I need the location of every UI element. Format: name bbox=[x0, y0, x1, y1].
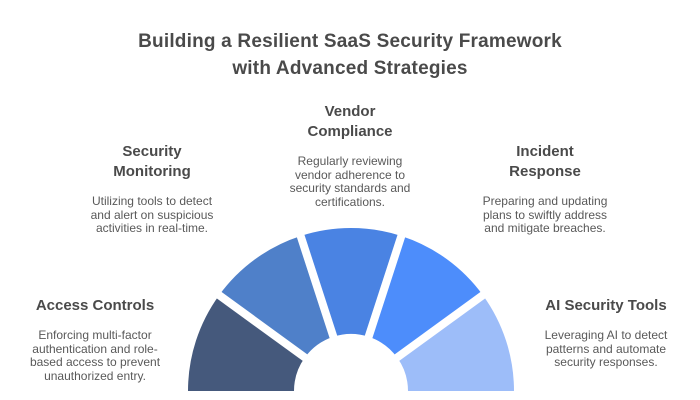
page-title-line-2: with Advanced Strategies bbox=[232, 58, 468, 79]
segment-heading-ai-security-tools: AI Security Tools bbox=[545, 297, 667, 314]
page-title-line-1: Building a Resilient SaaS Security Frame… bbox=[138, 31, 562, 52]
segment-label-access-controls: Access Controls Enforcing multi-factor a… bbox=[5, 296, 185, 383]
segment-label-ai-security-tools: AI Security Tools Leveraging AI to detec… bbox=[516, 296, 696, 370]
segment-label-incident-response: Incident Response Preparing and updating… bbox=[455, 142, 635, 236]
segment-label-vendor-compliance: Vendor Compliance Regularly reviewing ve… bbox=[260, 102, 440, 209]
page-title: Building a Resilient SaaS Security Frame… bbox=[0, 28, 700, 82]
segment-heading-vendor-compliance: Vendor Compliance bbox=[307, 103, 393, 140]
segment-divider bbox=[361, 229, 408, 350]
segment-description-ai-security-tools: Leveraging AI to detect patterns and aut… bbox=[544, 328, 668, 369]
fan-segment-access-controls bbox=[187, 295, 305, 391]
segment-description-access-controls: Enforcing multi-factor authentication an… bbox=[29, 328, 161, 383]
segment-heading-security-monitoring: Security Monitoring bbox=[113, 143, 191, 180]
segment-description-vendor-compliance: Regularly reviewing vendor adherence to … bbox=[289, 154, 411, 209]
segment-heading-incident-response: Incident Response bbox=[509, 143, 581, 180]
segment-description-security-monitoring: Utilizing tools to detect and alert on s… bbox=[90, 194, 214, 235]
segment-divider bbox=[385, 288, 491, 368]
fan-segment-security-monitoring bbox=[219, 235, 334, 358]
fan-segment-ai-security-tools bbox=[397, 295, 514, 391]
fan-segment-incident-response bbox=[368, 235, 483, 358]
segment-divider bbox=[211, 288, 317, 368]
segment-description-incident-response: Preparing and updating plans to swiftly … bbox=[482, 194, 608, 235]
segment-divider bbox=[294, 229, 341, 350]
segment-heading-access-controls: Access Controls bbox=[35, 297, 155, 314]
segment-label-security-monitoring: Security Monitoring Utilizing tools to d… bbox=[62, 142, 242, 236]
